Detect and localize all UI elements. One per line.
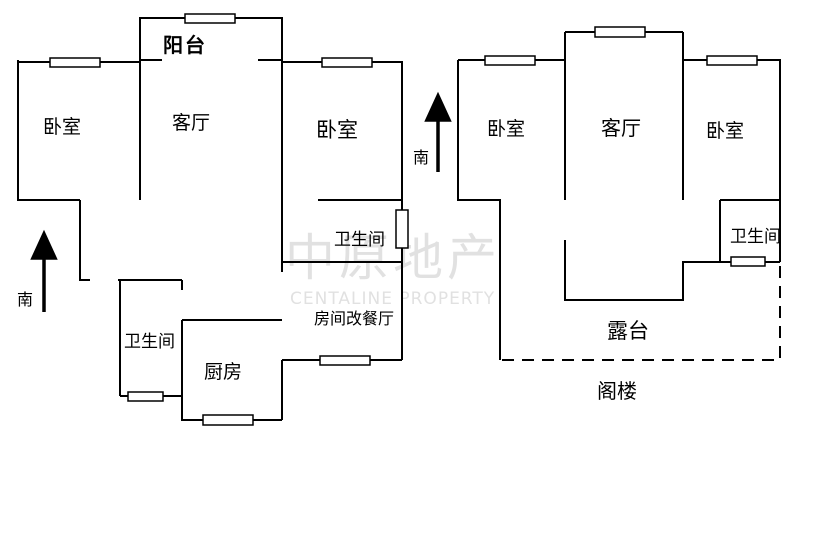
window [49, 57, 101, 68]
watermark-brand-cn: 中原地产 [285, 229, 501, 287]
terrace-outline [499, 262, 781, 361]
room-label-attic-bathroom: 卫生间 [730, 227, 781, 247]
room-label-bathroom-upper: 卫生间 [334, 230, 385, 250]
right-plan-walls [457, 31, 781, 360]
room-label-living-room: 客厅 [172, 112, 210, 134]
window [730, 256, 766, 267]
north-arrow-right: 南 [413, 91, 452, 172]
room-label-kitchen: 厨房 [204, 361, 242, 383]
left-plan-windows [49, 13, 409, 426]
room-label-bedroom-left: 卧室 [43, 116, 81, 138]
window [319, 355, 371, 366]
room-label-balcony: 阳台 [163, 33, 207, 57]
watermark-brand-en: CENTALINE PROPERTY [290, 289, 495, 309]
arrow-up-icon [30, 229, 58, 312]
room-label-terrace: 露台 [607, 319, 649, 343]
window [706, 55, 758, 66]
room-label-bedroom-right: 卧室 [316, 118, 358, 142]
north-arrow-left: 南 [17, 229, 58, 312]
window [202, 414, 254, 426]
watermark: 中原地产 CENTALINE PROPERTY [285, 229, 501, 309]
direction-label-south-right: 南 [413, 148, 429, 167]
window [484, 55, 536, 66]
room-label-attic-bedroom-left: 卧室 [487, 118, 525, 140]
window [184, 13, 236, 24]
room-label-attic-living-room: 客厅 [601, 116, 641, 140]
right-plan-windows [484, 26, 766, 267]
room-label-dining: 房间改餐厅 [314, 309, 394, 328]
arrow-up-icon [424, 91, 452, 172]
window [594, 26, 646, 38]
window [321, 57, 373, 68]
window [395, 209, 409, 249]
right-plan-labels: 卧室 客厅 卧室 卫生间 露台 阁楼 [487, 116, 781, 403]
window [127, 391, 164, 402]
room-label-attic-bedroom-right: 卧室 [706, 120, 744, 142]
room-label-bathroom-lower: 卫生间 [124, 332, 175, 352]
left-plan-labels: 阳台 卧室 客厅 卧室 卫生间 卫生间 厨房 房间改餐厅 [43, 33, 394, 383]
plan-caption-attic: 阁楼 [597, 379, 637, 403]
direction-label-south-left: 南 [17, 290, 33, 309]
